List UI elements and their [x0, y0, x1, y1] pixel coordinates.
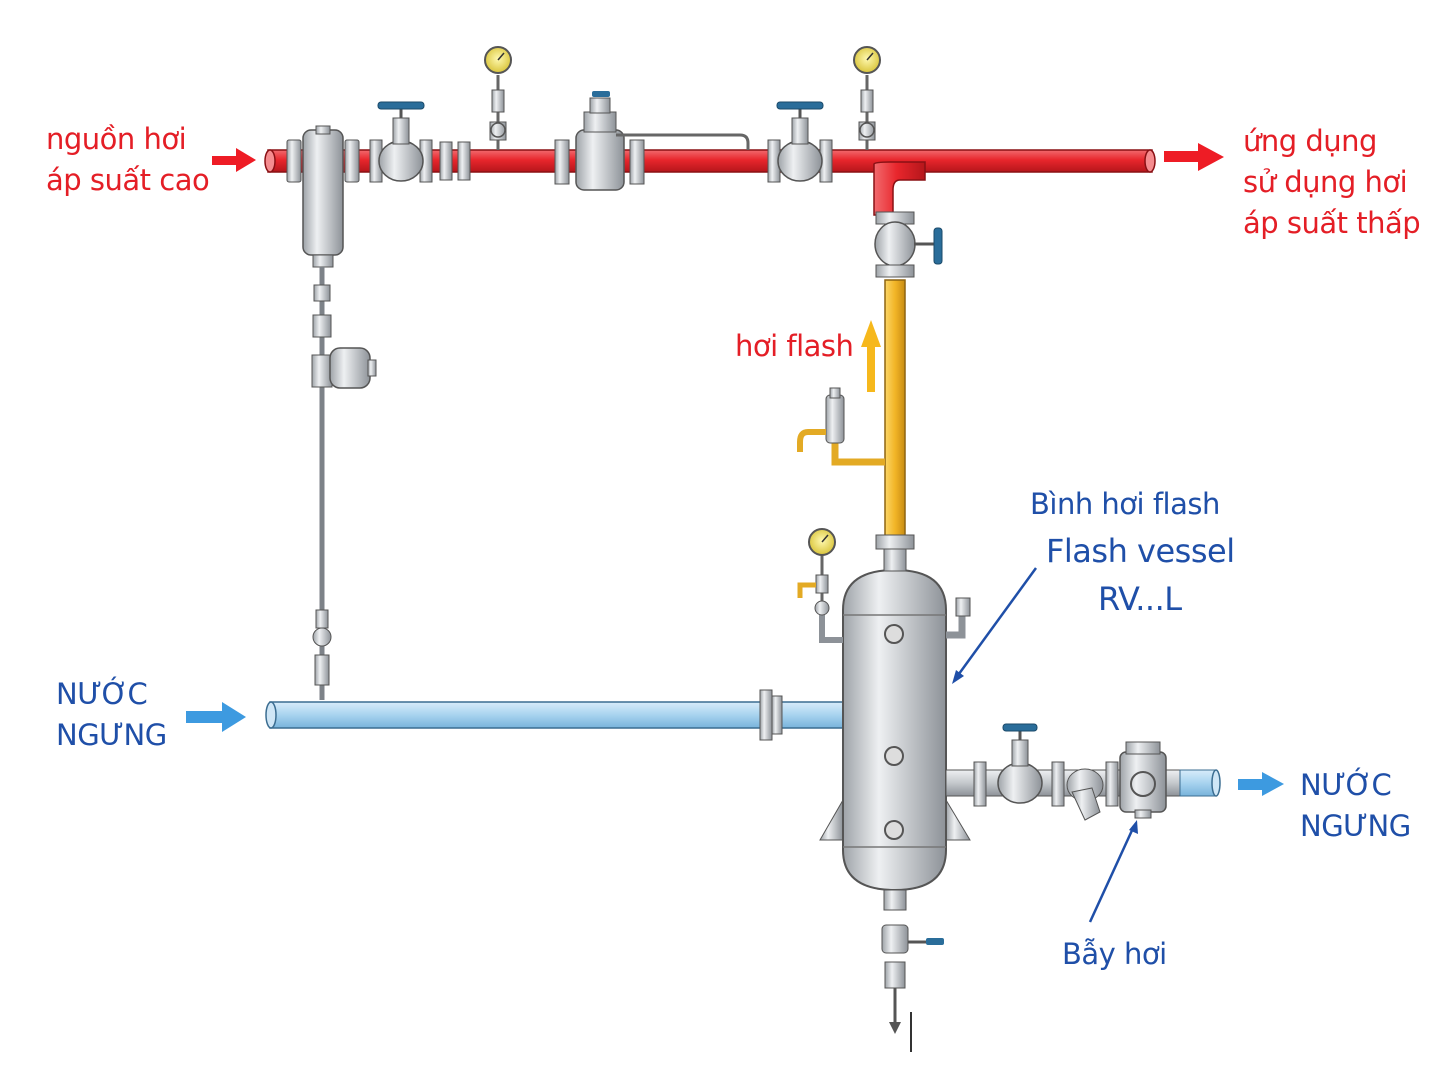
- condensate-out-label: NƯỚC NGƯNG: [1300, 765, 1411, 847]
- pressure-gauge-icon: [797, 528, 836, 616]
- flow-arrow-icon: [861, 320, 881, 392]
- flow-arrow-icon: [186, 702, 246, 732]
- float-trap-icon: [1119, 741, 1167, 819]
- condensate-in-label: NƯỚC NGƯNG: [56, 674, 167, 756]
- vessel-label-line-1: Bình hơi flash: [1030, 487, 1220, 521]
- vessel-label-line-3: RV...L: [1098, 580, 1182, 618]
- globe-valve-icon: [369, 101, 433, 183]
- flash-steam-line: [874, 211, 943, 550]
- outlet-label-line-3: áp suất thấp: [1243, 206, 1421, 240]
- condensate-in-line-1: NƯỚC: [56, 677, 148, 711]
- safety-valve-icon: [797, 387, 885, 466]
- vessel-drain: [881, 889, 944, 1052]
- flow-arrow-icon: [212, 148, 256, 172]
- condensate-in-line-2: NGƯNG: [56, 718, 167, 752]
- y-strainer-icon: [1066, 768, 1104, 821]
- outlet-label: ứng dụng sử dụng hơi áp suất thấp: [1243, 121, 1421, 244]
- pipe-flanges: [439, 141, 471, 181]
- condensate-inlet-line: [265, 689, 845, 741]
- globe-valve-icon: [997, 723, 1043, 804]
- flow-arrow-icon: [1164, 143, 1224, 171]
- high-pressure-steam-line: [264, 149, 1156, 216]
- globe-valve-icon: [767, 101, 833, 183]
- pressure-gauge-icon: [853, 46, 881, 150]
- condensate-out-line-1: NƯỚC: [1300, 768, 1392, 802]
- trap-pointer: [1088, 820, 1138, 923]
- condensate-out-line-2: NGƯNG: [1300, 809, 1411, 843]
- vessel-label-line-2: Flash vessel: [1046, 532, 1235, 570]
- pressure-reducing-valve-icon: [554, 91, 750, 191]
- vessel-pointer: [952, 567, 1038, 684]
- inlet-label-line-1: nguồn hơi: [46, 122, 187, 156]
- inlet-label: nguồn hơi áp suất cao: [46, 119, 210, 201]
- inlet-label-line-2: áp suất cao: [46, 163, 210, 197]
- float-trap-icon: [311, 347, 377, 389]
- outlet-label-line-2: sử dụng hơi: [1243, 165, 1408, 199]
- steam-separator-icon: [286, 125, 360, 268]
- pressure-gauge-icon: [484, 46, 512, 150]
- flash-vessel: [819, 548, 971, 892]
- steam-trap-label: Bẫy hơi: [1062, 937, 1167, 971]
- outlet-label-line-1: ứng dụng: [1243, 124, 1377, 158]
- separator-drain-line: [312, 267, 332, 700]
- flash-steam-label: hơi flash: [735, 329, 854, 363]
- flow-arrow-icon: [1238, 772, 1284, 796]
